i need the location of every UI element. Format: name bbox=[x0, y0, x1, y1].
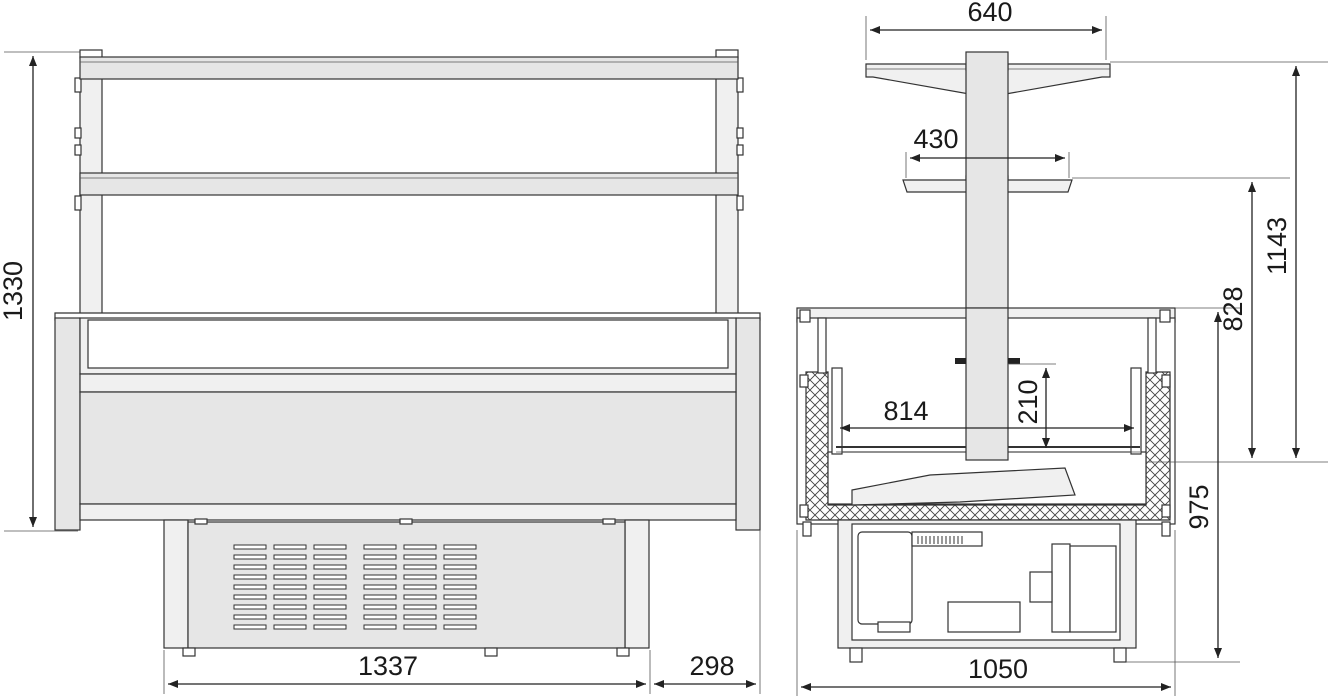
label-upper-height: 1143 bbox=[1262, 217, 1292, 275]
label-front-depth-offset: 298 bbox=[689, 651, 734, 681]
dim-front-length bbox=[163, 530, 761, 694]
label-side-depth: 1050 bbox=[968, 654, 1028, 684]
dim-mid-shelf bbox=[905, 152, 1070, 178]
front-panel bbox=[79, 391, 737, 505]
right-shelf-post bbox=[715, 77, 739, 315]
compressor bbox=[857, 531, 913, 625]
dim-top-shelf bbox=[865, 16, 1107, 60]
label-well-depth: 210 bbox=[1013, 379, 1043, 424]
vent-grille bbox=[233, 544, 477, 630]
label-top-shelf-width: 640 bbox=[967, 0, 1012, 27]
label-shelf-height: 828 bbox=[1218, 286, 1248, 331]
side-view bbox=[796, 16, 1328, 696]
label-counter-height: 975 bbox=[1184, 484, 1214, 529]
label-front-length: 1337 bbox=[358, 651, 418, 681]
left-shelf-post bbox=[79, 77, 103, 315]
left-end-panel bbox=[54, 317, 81, 531]
dim-side-depth bbox=[796, 530, 1176, 696]
top-shelf-front bbox=[79, 56, 739, 80]
label-front-height: 1330 bbox=[0, 261, 28, 321]
middle-shelf-front bbox=[79, 172, 739, 196]
fan-unit bbox=[1069, 545, 1117, 633]
left-base-leg bbox=[163, 519, 189, 649]
condenser bbox=[947, 601, 1021, 633]
front-view bbox=[4, 49, 761, 694]
label-mid-shelf-width: 430 bbox=[913, 124, 958, 154]
right-base-leg bbox=[624, 519, 650, 649]
label-well-width: 814 bbox=[883, 396, 928, 426]
right-end-panel bbox=[735, 317, 761, 531]
dim-right-verticals bbox=[1072, 61, 1328, 663]
